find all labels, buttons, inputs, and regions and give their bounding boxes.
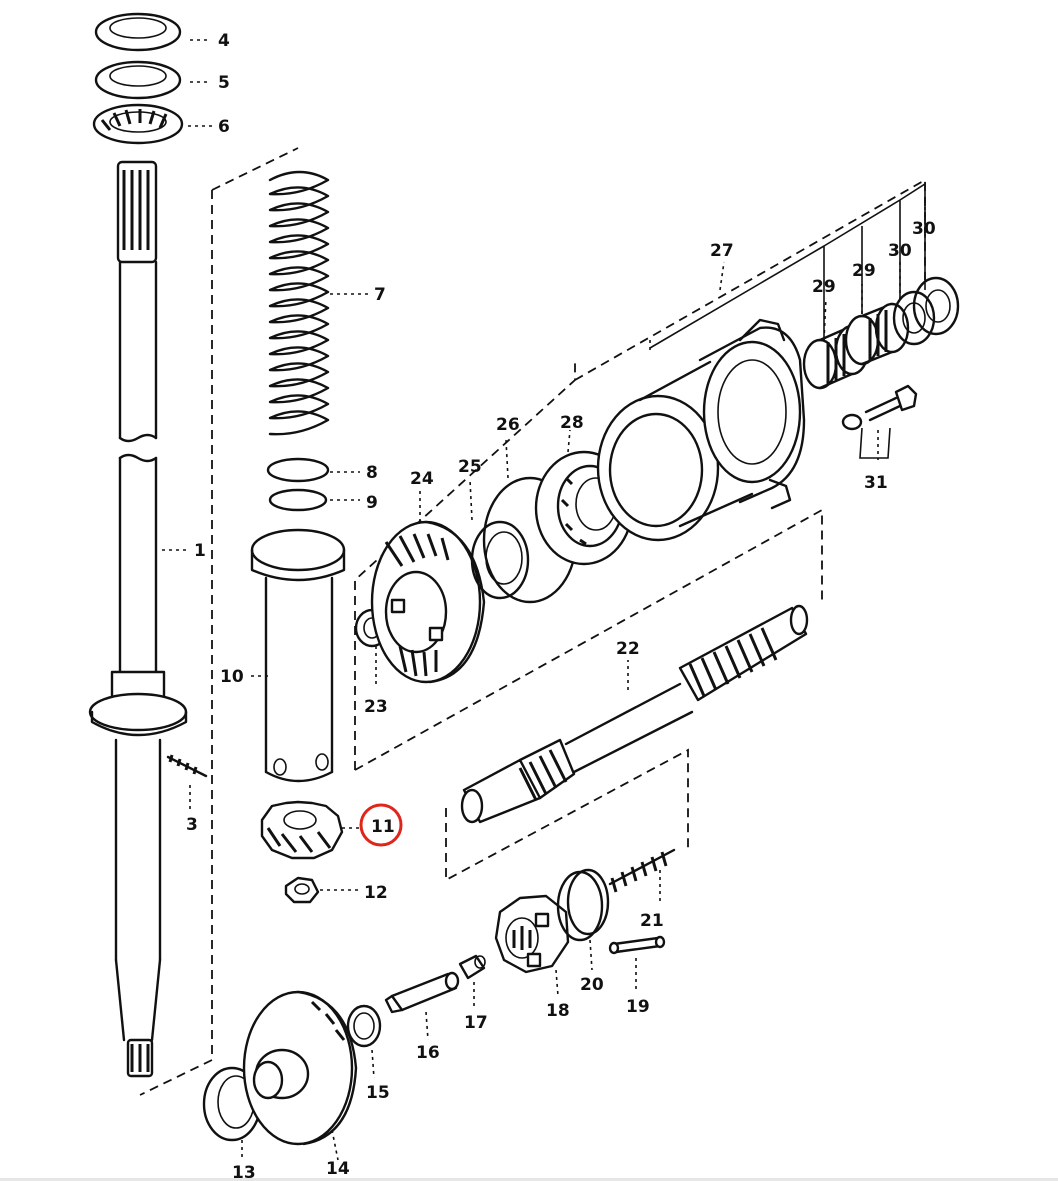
reverse-gear-24 — [370, 520, 486, 684]
label-part-27: 27 — [710, 241, 734, 261]
label-part-14: 14 — [326, 1159, 350, 1179]
label-part-1: 1 — [194, 541, 206, 561]
label-part-3: 3 — [186, 815, 198, 835]
seal-30b — [912, 276, 960, 336]
label-part-11: 11 — [371, 817, 395, 837]
label-part-30a: 30 — [888, 241, 912, 261]
bolt-31 — [841, 384, 918, 431]
label-part-16: 16 — [416, 1043, 440, 1063]
label-part-7: 7 — [374, 285, 386, 305]
spring-21 — [608, 848, 676, 893]
label-part-10: 10 — [220, 667, 244, 687]
label-part-26: 26 — [496, 415, 520, 435]
thrust-bearing-6 — [92, 103, 184, 145]
washer-4 — [94, 12, 182, 52]
drive-shaft-1 — [88, 160, 188, 1078]
label-part-8: 8 — [366, 463, 378, 483]
label-part-28: 28 — [560, 413, 584, 433]
pin-19 — [608, 935, 666, 955]
frame-reverse-gear-group — [354, 360, 823, 771]
bottom-divider — [0, 1178, 1058, 1181]
propeller-shaft-22 — [460, 604, 809, 824]
pin-17 — [458, 954, 486, 980]
frame-propeller-shaft-group — [445, 748, 689, 882]
washer-5 — [94, 60, 182, 100]
ring-8 — [266, 457, 330, 483]
label-part-21: 21 — [640, 911, 664, 931]
label-part-25: 25 — [458, 457, 482, 477]
label-part-23: 23 — [364, 697, 388, 717]
label-part-24: 24 — [410, 469, 434, 489]
bearing-housing-27 — [596, 318, 806, 542]
sleeve-10 — [250, 528, 346, 783]
label-part-12: 12 — [364, 883, 388, 903]
label-part-5: 5 — [218, 73, 230, 93]
pinion-gear-11 — [260, 800, 344, 860]
label-part-18: 18 — [546, 1001, 570, 1021]
frame-vertical-shaft-group — [139, 147, 299, 1096]
label-part-31: 31 — [864, 473, 888, 493]
label-part-30b: 30 — [912, 219, 936, 239]
push-rod-16 — [384, 971, 460, 1014]
label-part-15: 15 — [366, 1083, 390, 1103]
forward-gear-14 — [242, 990, 358, 1146]
label-part-29b: 29 — [852, 261, 876, 281]
label-part-22: 22 — [616, 639, 640, 659]
highlight-circle — [359, 803, 403, 847]
ring-20 — [556, 868, 610, 942]
spring-7 — [268, 170, 330, 436]
label-part-20: 20 — [580, 975, 604, 995]
label-part-17: 17 — [464, 1013, 488, 1033]
needle-bearing-29b — [844, 302, 910, 366]
label-part-29a: 29 — [812, 277, 836, 297]
bracket-31 — [859, 427, 891, 459]
clutch-dog-18 — [494, 894, 570, 974]
label-part-9: 9 — [366, 493, 378, 513]
label-part-6: 6 — [218, 117, 230, 137]
bracket-27-29-30 — [649, 182, 926, 349]
washer-15 — [346, 1004, 382, 1048]
nut-12 — [284, 876, 320, 904]
label-part-13: 13 — [232, 1163, 256, 1181]
pin-3 — [166, 754, 208, 778]
label-part-19: 19 — [626, 997, 650, 1017]
label-part-4: 4 — [218, 31, 230, 51]
ring-9 — [268, 488, 328, 512]
